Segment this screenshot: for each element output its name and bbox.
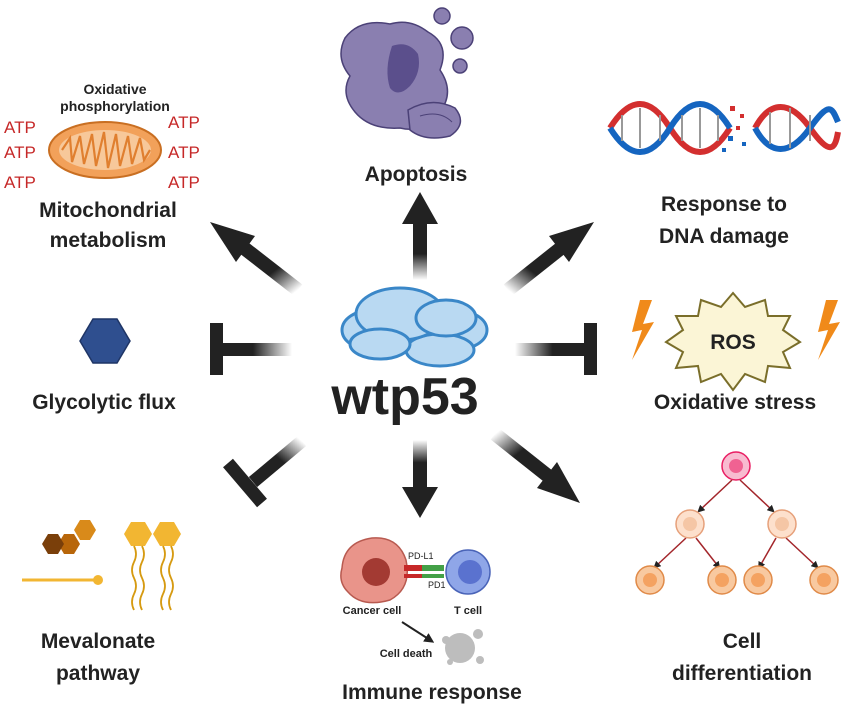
arrow-apoptosis — [402, 192, 438, 280]
dead-cell-icon — [442, 629, 484, 665]
oxphos-label-line1: Oxidative — [83, 81, 146, 97]
cancer-cell-label: Cancer cell — [343, 605, 402, 617]
cancer-cell-icon — [340, 537, 408, 604]
immune-label: Immune response — [342, 681, 522, 704]
apoptosis-cell-icon — [340, 7, 474, 139]
inhibit-glycolytic — [210, 323, 292, 375]
arrow-mitochondrial — [210, 222, 303, 296]
ros-label: ROS — [710, 331, 756, 354]
atp-label-6: ATP — [168, 173, 200, 192]
cell-death-arrow — [401, 621, 435, 643]
pd1-label: PD1 — [428, 580, 446, 590]
oxphos-label-line2: phosphorylation — [60, 98, 170, 114]
lightning-icon-right — [818, 300, 840, 360]
pd1-pdl1-binding-icon — [404, 565, 444, 578]
atp-label-1: ATP — [4, 118, 36, 137]
arrow-dna-damage — [503, 222, 594, 296]
inhibit-mevalonate — [223, 436, 307, 508]
oxidative-label: Oxidative stress — [654, 391, 816, 414]
arrow-immune — [402, 440, 438, 518]
dna-label-line1: Response to — [661, 193, 787, 216]
mevalonate-molecules-icon — [22, 520, 181, 611]
hexagon-icon — [79, 318, 131, 364]
differentiation-tree-icon — [635, 451, 839, 595]
t-cell-icon — [445, 549, 491, 595]
atp-label-2: ATP — [4, 143, 36, 162]
dna-label-line2: DNA damage — [659, 225, 789, 248]
differentiation-label-line1: Cell — [723, 630, 762, 653]
apoptosis-label: Apoptosis — [365, 163, 468, 186]
mitochondrial-label-line2: metabolism — [50, 229, 167, 252]
ros-burst-icon — [664, 291, 802, 392]
t-cell-label: T cell — [454, 605, 482, 617]
center-label: wtp53 — [330, 368, 478, 426]
mevalonate-label-line2: pathway — [56, 662, 140, 685]
wtp53-protein-icon — [340, 286, 489, 368]
atp-label-3: ATP — [4, 173, 36, 192]
mitochondrion-icon — [48, 121, 162, 179]
dna-helix-icon — [607, 101, 841, 155]
glycolytic-label: Glycolytic flux — [32, 391, 176, 414]
mevalonate-label-line1: Mevalonate — [41, 630, 155, 653]
differentiation-label-line2: differentiation — [672, 662, 812, 685]
lightning-icon-left — [632, 300, 654, 360]
atp-label-4: ATP — [168, 113, 200, 132]
inhibit-oxidative — [515, 323, 597, 375]
pdl1-label: PD-L1 — [408, 551, 434, 561]
cell-death-label: Cell death — [380, 648, 433, 660]
atp-label-5: ATP — [168, 143, 200, 162]
mitochondrial-label-line1: Mitochondrial — [39, 199, 177, 222]
arrow-differentiation — [490, 428, 580, 503]
